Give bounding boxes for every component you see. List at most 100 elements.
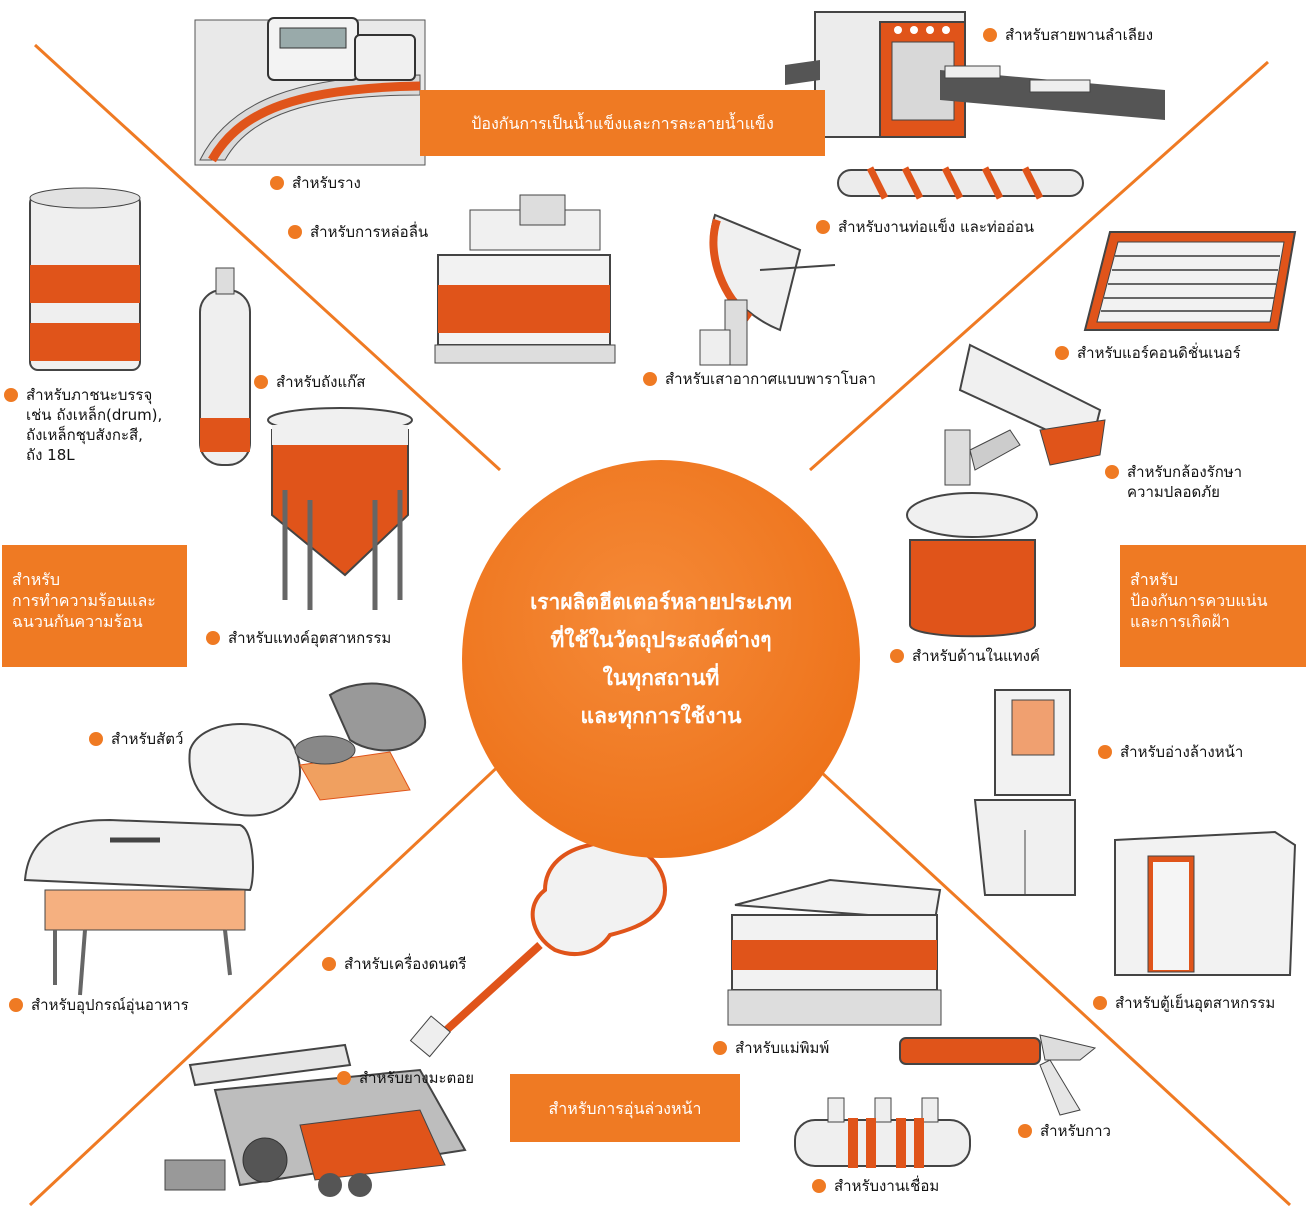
guitar-illustration bbox=[409, 840, 668, 1058]
mold-illustration bbox=[727, 878, 942, 1026]
bullet-icon bbox=[1055, 346, 1069, 360]
label-industrial-tank: สำหรับแทงค์อุตสาหกรรม bbox=[206, 628, 391, 648]
bullet-icon bbox=[713, 1041, 727, 1055]
bullet-icon bbox=[1018, 1124, 1032, 1138]
label-parabola: สำหรับเสาอากาศแบบพาราโบลา bbox=[643, 369, 876, 389]
bullet-icon bbox=[983, 28, 997, 42]
bullet-icon bbox=[4, 388, 18, 402]
bullet-icon bbox=[206, 631, 220, 645]
bullet-icon bbox=[89, 732, 103, 746]
bullet-icon bbox=[9, 998, 23, 1012]
glue-gun-illustration bbox=[899, 1034, 1097, 1116]
bullet-icon bbox=[322, 957, 336, 971]
banner-right-line-1: สำหรับ bbox=[1130, 570, 1179, 589]
label-camera-line-2: ความปลอดภัย bbox=[1127, 483, 1220, 501]
camera-illustration bbox=[944, 343, 1106, 486]
banner-right: สำหรับ ป้องกันการควบแน่น และการเกิดฝ้า bbox=[1120, 545, 1306, 667]
label-animals: สำหรับสัตว์ bbox=[89, 729, 183, 749]
animals-illustration bbox=[188, 682, 427, 817]
label-instruments-text: สำหรับเครื่องดนตรี bbox=[344, 955, 467, 973]
rail-illustration bbox=[194, 17, 426, 166]
banner-left-line-3: ฉนวนกันความร้อน bbox=[12, 612, 143, 631]
center-circle: เราผลิตฮีตเตอร์หลายประเภท ที่ใช้ในวัตถุป… bbox=[462, 460, 860, 858]
asphalt-paver-illustration bbox=[164, 1043, 467, 1197]
label-pipes: สำหรับงานท่อแข็ง และท่ออ่อน bbox=[816, 217, 1034, 237]
label-conveyor: สำหรับสายพานลำเลียง bbox=[983, 25, 1153, 45]
label-tank-inner-text: สำหรับด้านในแทงค์ bbox=[912, 647, 1040, 665]
label-aircon-text: สำหรับแอร์คอนดิชั่นเนอร์ bbox=[1077, 344, 1241, 362]
divider-bottom-left bbox=[28, 758, 507, 1207]
welding-illustration bbox=[794, 1097, 971, 1168]
banner-right-line-2: ป้องกันการควบแน่น bbox=[1130, 591, 1268, 610]
label-containers-line-3: ถังเหล็กชุบสังกะสี, bbox=[26, 426, 143, 444]
label-gas-cylinder-text: สำหรับถังแก๊ส bbox=[276, 373, 366, 391]
label-lubrication: สำหรับการหล่อลื่น bbox=[288, 222, 428, 242]
label-fridge-text: สำหรับตู้เย็นอุตสาหกรรม bbox=[1115, 994, 1276, 1012]
label-containers-line-4: ถัง 18L bbox=[26, 446, 75, 464]
label-conveyor-text: สำหรับสายพานลำเลียง bbox=[1005, 26, 1154, 44]
industrial-tank-illustration bbox=[267, 407, 413, 610]
label-instruments: สำหรับเครื่องดนตรี bbox=[322, 954, 466, 974]
banner-top: ป้องกันการเป็นน้ำแข็งและการละลายน้ำแข็ง bbox=[420, 90, 825, 156]
divider-top-left bbox=[33, 43, 502, 472]
banner-right-line-3: และการเกิดฝ้า bbox=[1130, 612, 1230, 631]
label-containers: สำหรับภาชนะบรรจุ เช่น ถังเหล็ก(drum), ถั… bbox=[4, 385, 194, 465]
label-welding-text: สำหรับงานเชื่อม bbox=[834, 1177, 940, 1195]
label-food-warmer-text: สำหรับอุปกรณ์อุ่นอาหาร bbox=[31, 996, 189, 1014]
bullet-icon bbox=[288, 225, 302, 239]
label-industrial-tank-text: สำหรับแทงค์อุตสาหกรรม bbox=[228, 629, 392, 647]
label-gas-cylinder: สำหรับถังแก๊ส bbox=[254, 372, 365, 392]
bullet-icon bbox=[337, 1071, 351, 1085]
label-asphalt: สำหรับยางมะตอย bbox=[337, 1068, 474, 1088]
gas-cylinder-illustration bbox=[199, 267, 251, 466]
bullet-icon bbox=[1093, 996, 1107, 1010]
label-welding: สำหรับงานเชื่อม bbox=[812, 1176, 939, 1196]
washbasin-illustration bbox=[973, 689, 1076, 896]
banner-left-line-1: สำหรับ bbox=[12, 570, 61, 589]
label-containers-line-1: สำหรับภาชนะบรรจุ bbox=[26, 386, 153, 404]
label-lubrication-text: สำหรับการหล่อลื่น bbox=[310, 223, 429, 241]
banner-top-text: ป้องกันการเป็นน้ำแข็งและการละลายน้ำแข็ง bbox=[471, 113, 774, 133]
center-line-1: เราผลิตฮีตเตอร์หลายประเภท bbox=[530, 590, 792, 614]
label-fridge: สำหรับตู้เย็นอุตสาหกรรม bbox=[1093, 993, 1275, 1013]
bullet-icon bbox=[816, 220, 830, 234]
conveyor-illustration bbox=[785, 11, 1165, 138]
center-line-3: ในทุกสถานที่ bbox=[602, 666, 720, 690]
divider-top-right bbox=[809, 60, 1269, 472]
bullet-icon bbox=[890, 649, 904, 663]
label-pipes-text: สำหรับงานท่อแข็ง และท่ออ่อน bbox=[838, 218, 1035, 236]
bullet-icon bbox=[643, 372, 657, 386]
banner-bottom-text: สำหรับการอุ่นล่วงหน้า bbox=[548, 1098, 702, 1118]
label-glue-text: สำหรับกาว bbox=[1040, 1122, 1111, 1140]
label-mold-text: สำหรับแม่พิมพ์ bbox=[735, 1039, 830, 1057]
lubrication-illustration bbox=[434, 194, 616, 364]
aircon-illustration bbox=[1083, 231, 1297, 331]
center-line-4: และทุกการใช้งาน bbox=[580, 704, 742, 728]
tank-inner-illustration bbox=[906, 492, 1038, 638]
banner-left-line-2: การทำความร้อนและ bbox=[12, 591, 156, 610]
pipe-illustration bbox=[837, 166, 1084, 200]
parabola-illustration bbox=[699, 213, 836, 366]
fridge-illustration bbox=[1114, 830, 1297, 976]
label-rail: สำหรับราง bbox=[270, 173, 361, 193]
label-rail-text: สำหรับราง bbox=[292, 174, 361, 192]
banner-bottom: สำหรับการอุ่นล่วงหน้า bbox=[510, 1074, 740, 1142]
bullet-icon bbox=[270, 176, 284, 190]
label-washbasin-text: สำหรับอ่างล้างหน้า bbox=[1120, 743, 1244, 761]
label-aircon: สำหรับแอร์คอนดิชั่นเนอร์ bbox=[1055, 343, 1241, 363]
label-camera-line-1: สำหรับกล้องรักษา bbox=[1127, 463, 1243, 481]
bullet-icon bbox=[1105, 465, 1119, 479]
label-parabola-text: สำหรับเสาอากาศแบบพาราโบลา bbox=[665, 370, 876, 388]
label-asphalt-text: สำหรับยางมะตอย bbox=[359, 1069, 475, 1087]
bullet-icon bbox=[254, 375, 268, 389]
center-line-2: ที่ใช้ในวัตถุประสงค์ต่างๆ bbox=[550, 628, 772, 652]
bullet-icon bbox=[812, 1179, 826, 1193]
label-tank-inner: สำหรับด้านในแทงค์ bbox=[890, 646, 1040, 666]
food-warmer-illustration bbox=[23, 818, 254, 996]
label-camera: สำหรับกล้องรักษา ความปลอดภัย bbox=[1105, 462, 1305, 502]
divider-lines bbox=[28, 43, 1292, 1207]
label-containers-line-2: เช่น ถังเหล็ก(drum), bbox=[26, 406, 163, 424]
label-mold: สำหรับแม่พิมพ์ bbox=[713, 1038, 829, 1058]
drum-illustration bbox=[29, 187, 141, 371]
label-washbasin: สำหรับอ่างล้างหน้า bbox=[1098, 742, 1243, 762]
